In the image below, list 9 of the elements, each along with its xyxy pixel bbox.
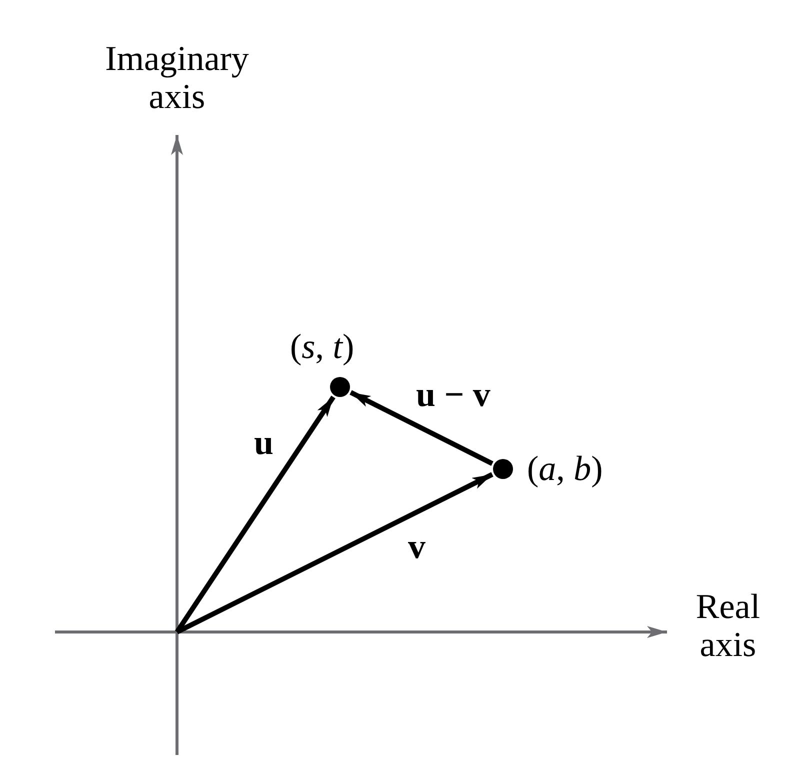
point-dot <box>330 377 350 397</box>
vector-arrow <box>174 396 336 634</box>
point-label: (a, b) <box>527 450 603 488</box>
axis-label: Real axis <box>694 588 762 664</box>
point-dot <box>493 459 513 479</box>
axis-label: Imaginary axis <box>104 40 250 116</box>
vector-arrow <box>176 472 494 634</box>
vector-arrow <box>350 390 494 466</box>
point-label: (s, t) <box>290 328 354 366</box>
